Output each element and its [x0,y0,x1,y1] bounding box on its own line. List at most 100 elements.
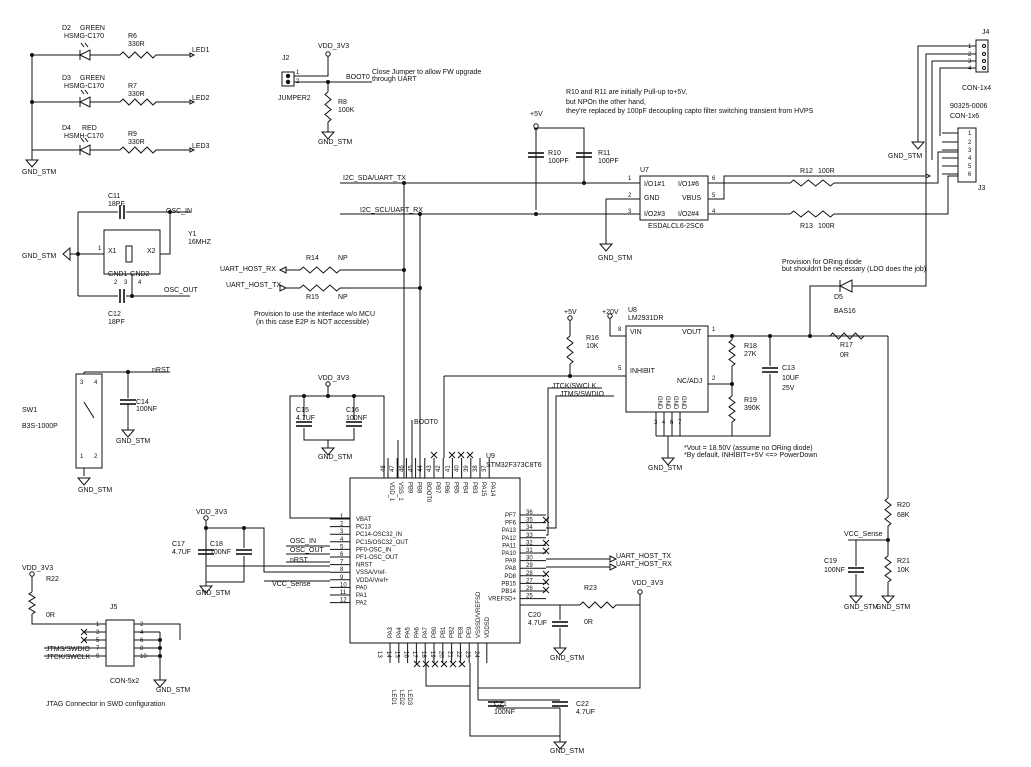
text-label: 100PF [548,158,569,165]
u9-pin-right-num: 33 [526,533,533,539]
text-label: R16 [586,335,599,342]
supply-terminal [29,571,35,577]
u9-pin-bottom-name: PB0 [432,626,438,638]
led-arrow [84,137,89,143]
j5-pin-odd: 9 [96,654,100,660]
crystal-element [125,245,133,263]
u9-pin-bottom-num: 18 [420,651,426,658]
text-label: BOOT0 [414,419,438,426]
u9-pin-left-num: 10 [340,582,347,588]
j3-pin: 5 [968,164,972,170]
text-label: GND_STM [318,139,352,146]
wire [425,663,470,687]
text-label: C11 [108,193,120,200]
text-label: 27K [744,351,757,358]
resistor-symbol [566,335,574,365]
text-label: VCC_Sense [844,531,883,538]
u9-pin-top-num: 47 [390,465,396,472]
u9-pin-right-num: 29 [526,563,533,569]
text-label: JTAG Connector in SWD configuration [46,701,165,708]
text-label: VIN [630,329,642,336]
text-label: *By default, INHIBIT=+5V <=> PowerDown [684,452,817,459]
junction-dot [352,394,356,398]
text-label: R20 [897,502,910,509]
text-label: U9 [486,453,495,460]
text-label: BAS16 [834,308,856,315]
text-label: R11 [598,150,610,157]
text-label: R18 [744,343,757,350]
text-label: CON-5x2 [110,678,139,685]
resistor-symbol [789,210,835,218]
led1-net-tag: LED1 [390,690,396,706]
text-label: JTMS/SWDIO [560,391,604,398]
ground-symbol [24,159,40,168]
j3-pin: 4 [968,156,972,162]
text-label: 100K [338,107,355,114]
j5-pin-even: 10 [140,654,147,660]
junction-dot [168,210,172,214]
resistor-symbol [829,332,865,340]
text-label: 4.7UF [528,620,547,627]
ground-symbol [62,246,71,262]
u9-pin-left-num: 9 [340,575,344,581]
u9-pin-right-num: 30 [526,556,533,562]
connector-pin [982,52,986,56]
resistor-symbol [28,591,36,615]
text-label: I2C_SDA/UART_TX [343,175,406,182]
u9-pin-left-num: 11 [340,590,347,596]
text-label: but NPOn the other hand, [566,99,646,106]
u9-pin-left-num: 6 [340,552,344,558]
text-label: OSC_IN [166,208,192,215]
text-label: J5 [110,604,118,611]
wire [546,395,614,529]
net-flag [609,555,618,563]
j4-pin: 4 [968,66,972,72]
text-label: 330R [128,139,145,146]
j3-body [957,127,977,183]
u9-pin-top-name: PB4 [462,482,468,494]
u7-pin-6: 6 [712,176,716,182]
text-label: X1 [108,248,117,255]
u8-gnd-pin: 6 [670,420,674,426]
no-connect-mark [466,451,474,459]
u9-pin-top-name: PB9 [406,482,412,494]
text-label: VOUT [682,329,702,336]
u9-pin-bottom-name: PB2 [450,626,456,638]
text-label: VCC_Sense [272,581,311,588]
text-label: D2 [62,25,71,32]
u9-pin-right-num: 35 [526,518,533,524]
text-label: GND_STM [22,169,56,176]
junction-dot [242,526,246,530]
u9-pin-bottom-num: 20 [438,651,444,658]
junction-dot [158,638,162,642]
u9-pin-left-name: NRST [356,563,373,569]
text-label: ESDALCL6-2SC6 [648,223,704,230]
wire [294,56,329,77]
text-label: VDD_3V3 [196,509,227,516]
ground-symbol [910,141,926,150]
u9-pin-bottom-name: PA5 [406,626,412,638]
text-label: LED1 [192,47,210,54]
text-label: GND_STM [78,487,112,494]
text-label: GND_STM [876,604,910,611]
text-label: GREEN [80,25,105,32]
no-connect-mark [440,660,448,668]
u7-body [639,175,709,221]
u9-pin-top-num: 41 [445,465,451,472]
u9-pin-top-num: 46 [399,465,405,472]
ground-symbol [848,595,864,604]
text-label: D4 [62,125,71,132]
text-label: GND_STM [550,655,584,662]
text-label: J4 [982,29,990,36]
text-label: 4.7UF [296,415,315,422]
junction-dot [158,654,162,658]
text-label: OSC_IN [290,538,316,545]
u9-pin-left-num: 1 [340,514,344,520]
text-label: 25V [782,385,795,392]
text-label: nRST [290,557,309,564]
j5-pin-even: 4 [140,630,144,636]
no-connect-mark [431,660,439,668]
text-label: 390K [744,405,761,412]
text-label: J2 [282,55,290,62]
text-label: I/O2#4 [678,211,699,218]
